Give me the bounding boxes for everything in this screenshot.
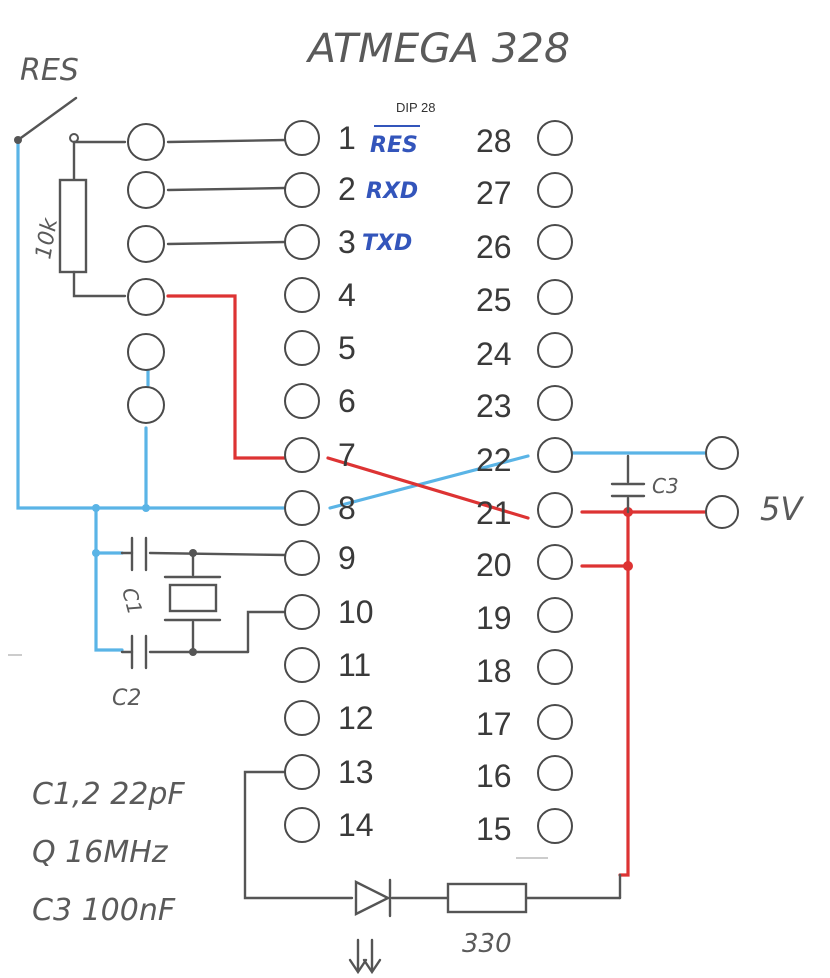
header-pads (127, 123, 165, 424)
chip-pad (284, 647, 320, 683)
chip-pad (284, 120, 320, 156)
pin-number: 17 (476, 706, 512, 742)
vcc-terminal (705, 495, 739, 529)
package-label: DIP 28 (396, 100, 436, 115)
header-pad-6 (127, 386, 165, 424)
gnd-terminal (705, 436, 739, 470)
chip-pad (284, 490, 320, 526)
header-pad-3 (127, 225, 165, 263)
chip-pad (284, 437, 320, 473)
right-pin-numbers: 28 27 26 25 24 23 22 21 20 19 18 17 16 1… (476, 123, 512, 847)
signal-txd-label: TXD (362, 231, 412, 256)
chip-pad (537, 649, 573, 685)
pin-number: 9 (338, 540, 356, 576)
pin-number: 25 (476, 282, 512, 318)
pin-number: 27 (476, 175, 512, 211)
chip-pad (284, 330, 320, 366)
chip-title: ATMEGA 328 (305, 26, 570, 72)
supply-5v-label: 5V (760, 490, 804, 528)
pin-number: 21 (476, 495, 512, 531)
chip-pad (537, 755, 573, 791)
chip-pad (284, 700, 320, 736)
c2-label: C2 (112, 686, 141, 711)
chip-pad (537, 279, 573, 315)
pin-number: 14 (338, 807, 374, 843)
pin-number: 22 (476, 442, 512, 478)
header-pad-5 (127, 333, 165, 371)
header-pad-4 (127, 278, 165, 316)
pin-number: 7 (338, 437, 356, 473)
led-diode (354, 880, 391, 916)
signal-wires (8, 96, 646, 975)
reset-switch-label: RES (20, 53, 79, 88)
chip-pad (284, 224, 320, 260)
pin-number: 26 (476, 229, 512, 265)
chip-right-pads (537, 120, 573, 844)
chip-pad (284, 807, 320, 843)
parts-note-c3: C3 100nF (32, 893, 176, 928)
led-resistor-label: 330 (462, 929, 512, 959)
c1-label: C1 (117, 585, 147, 617)
c3-label: C3 (652, 474, 679, 498)
chip-pad (537, 224, 573, 260)
pin-number: 11 (338, 647, 371, 683)
pin-number: 28 (476, 123, 512, 159)
pin-number: 2 (338, 171, 356, 207)
chip-pad (537, 492, 573, 528)
pin-number: 10 (338, 594, 374, 630)
pin-number: 3 (338, 224, 356, 260)
pin-number: 4 (338, 277, 356, 313)
chip-pad (284, 172, 320, 208)
signal-rxd-label: RXD (366, 179, 418, 204)
pin-number: 16 (476, 758, 512, 794)
pin-number: 12 (338, 700, 374, 736)
pin-number: 23 (476, 388, 512, 424)
pin-number: 24 (476, 336, 512, 372)
chip-pad (537, 597, 573, 633)
chip-pad (537, 544, 573, 580)
pin-number: 18 (476, 653, 512, 689)
chip-pad (537, 332, 573, 368)
chip-left-pads (284, 120, 320, 843)
header-pad-1 (127, 123, 165, 161)
chip-pad (284, 754, 320, 790)
resistor-10k-label: 10k (31, 215, 63, 261)
pin-number: 15 (476, 811, 512, 847)
left-pin-numbers: 1 2 3 4 5 6 7 8 9 10 11 12 13 14 (338, 120, 374, 843)
parts-note-crystal: Q 16MHz (32, 835, 169, 870)
led-resistor (446, 882, 528, 914)
chip-pad (537, 120, 573, 156)
chip-pad (284, 277, 320, 313)
pin-number: 1 (338, 120, 356, 156)
crystal (168, 583, 218, 613)
pin-number: 13 (338, 754, 374, 790)
pin-number: 8 (338, 490, 356, 526)
pullup-resistor (58, 178, 88, 274)
chip-pad (284, 383, 320, 419)
chip-pad (537, 808, 573, 844)
signal-res-label: RES (370, 133, 418, 158)
pin-number: 5 (338, 330, 356, 366)
chip-pad (537, 172, 573, 208)
chip-pad (537, 385, 573, 421)
chip-pad (284, 594, 320, 630)
chip-pad (537, 437, 573, 473)
header-pad-2 (127, 171, 165, 209)
chip-pad (537, 704, 573, 740)
ground-wires (16, 138, 707, 652)
pin-number: 6 (338, 383, 356, 419)
parts-note-caps: C1,2 22pF (32, 777, 185, 812)
pin-number: 19 (476, 600, 512, 636)
chip-pad (284, 540, 320, 576)
pin-number: 20 (476, 547, 512, 583)
vcc-wires (166, 294, 707, 877)
